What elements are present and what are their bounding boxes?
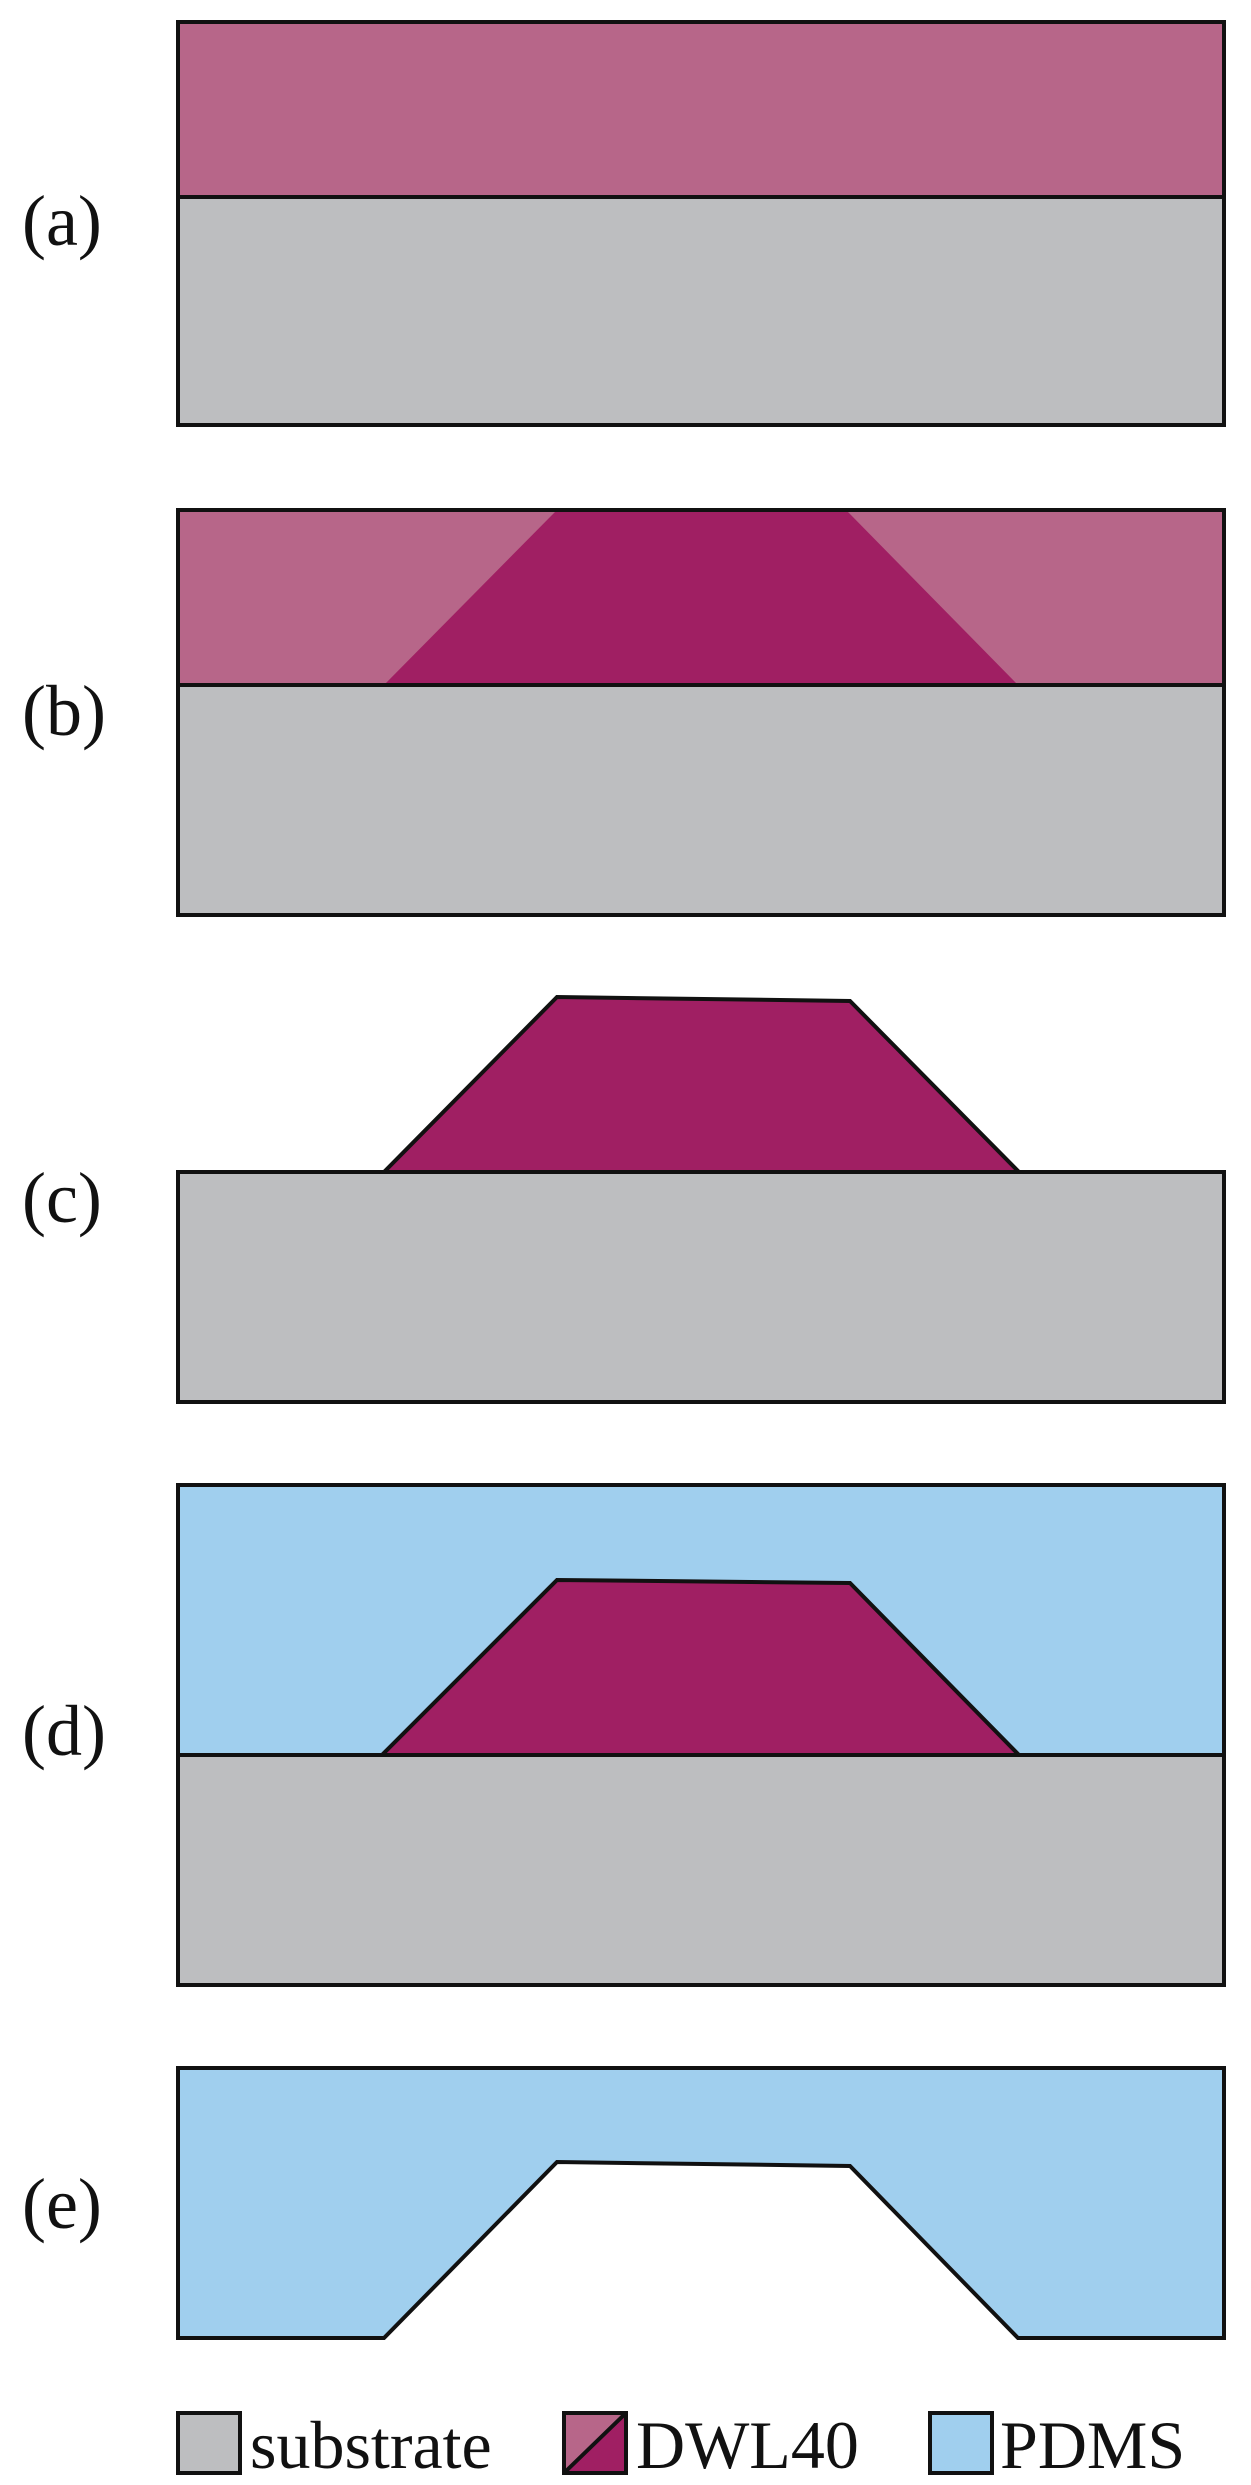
legend-label-pdms: PDMS bbox=[1000, 2407, 1185, 2483]
panel-a-label: (a) bbox=[22, 181, 102, 261]
panel-d-substrate bbox=[176, 1753, 1226, 1987]
legend: substrate DWL40 PDMS bbox=[176, 2407, 1185, 2483]
panel-a: (a) bbox=[22, 20, 1226, 427]
panel-c-substrate bbox=[176, 1170, 1226, 1404]
panel-b-label: (b) bbox=[22, 671, 106, 751]
panel-e-pdms-replica bbox=[176, 2066, 1226, 2340]
panel-a-resist-layer bbox=[176, 20, 1226, 199]
panel-b-exposed-region bbox=[384, 512, 1018, 685]
panel-b: (b) bbox=[22, 508, 1226, 917]
legend-swatch-pdms bbox=[928, 2411, 994, 2475]
panel-d-label: (d) bbox=[22, 1691, 106, 1771]
legend-label-dwl40: DWL40 bbox=[636, 2407, 859, 2483]
panel-c-label: (c) bbox=[22, 1158, 102, 1238]
panel-a-substrate bbox=[176, 195, 1226, 427]
panel-e-label: (e) bbox=[22, 2164, 102, 2244]
legend-swatch-dwl40 bbox=[562, 2411, 628, 2475]
panel-b-substrate bbox=[176, 683, 1226, 917]
panel-c-resist-trapezoid bbox=[379, 994, 1024, 1174]
panel-e: (e) bbox=[22, 2066, 1226, 2340]
panel-c: (c) bbox=[22, 994, 1226, 1404]
legend-swatch-substrate bbox=[176, 2411, 242, 2475]
legend-label-substrate: substrate bbox=[250, 2407, 492, 2483]
panel-d: (d) bbox=[22, 1483, 1226, 1987]
